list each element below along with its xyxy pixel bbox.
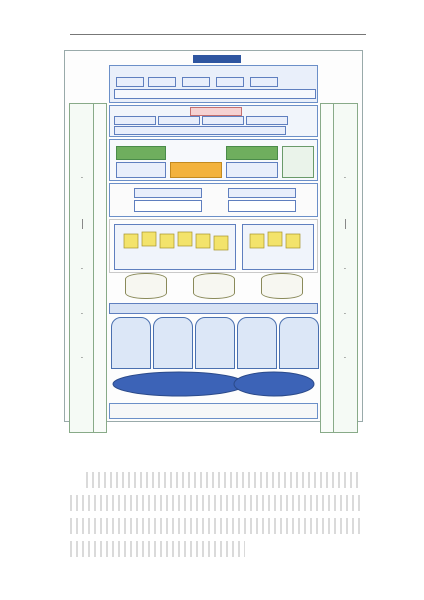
right-column-glyph: · — [343, 174, 347, 182]
right-side-column: · · · · — [332, 103, 358, 433]
operation-detail-box — [226, 162, 278, 178]
left-column-glyph: · — [80, 354, 84, 362]
body-text-line — [86, 472, 362, 488]
band-production — [109, 183, 318, 217]
right-column-glyph: · — [343, 265, 347, 273]
architecture-figure: · · · · · · · · — [64, 50, 363, 433]
network-layer — [112, 371, 315, 397]
decision-item — [116, 77, 144, 87]
right-column-line — [344, 218, 346, 229]
operation-orange-box — [170, 162, 222, 178]
body-text-line — [70, 518, 362, 534]
right-column-glyph: · — [343, 309, 347, 318]
body-paragraph — [70, 472, 362, 564]
database-cylinder — [193, 273, 235, 299]
service-arch — [279, 317, 319, 369]
production-box — [134, 188, 202, 198]
left-inner-column — [93, 103, 107, 433]
management-item — [114, 116, 156, 125]
band-servers — [109, 219, 318, 273]
management-item — [246, 116, 288, 125]
decision-item — [148, 77, 176, 87]
service-arch — [237, 317, 277, 369]
management-bar — [114, 126, 286, 135]
page-header — [70, 22, 366, 35]
production-detail — [134, 200, 202, 212]
left-column-glyph: · — [80, 309, 84, 318]
management-center-box — [190, 107, 242, 116]
service-arch — [111, 317, 151, 369]
decision-item — [182, 77, 210, 87]
production-detail — [228, 200, 296, 212]
band-devices — [109, 403, 318, 419]
band-operation — [109, 139, 318, 181]
left-column-glyph: · — [80, 174, 84, 182]
management-item — [202, 116, 244, 125]
decision-summary-box — [114, 89, 316, 99]
database-cylinder — [125, 273, 167, 299]
database-cylinder — [261, 273, 303, 299]
body-text-line — [70, 495, 362, 511]
band-decision — [109, 65, 318, 103]
decision-item — [216, 77, 244, 87]
management-item — [158, 116, 200, 125]
right-column-glyph: · — [343, 354, 347, 362]
right-inner-column — [320, 103, 334, 433]
server-icons — [123, 231, 301, 251]
operation-green-box — [116, 146, 166, 160]
left-column-glyph: · — [80, 265, 84, 273]
left-column-line — [81, 218, 83, 229]
decision-item — [250, 77, 278, 87]
body-text-line — [70, 541, 246, 557]
service-arch — [153, 317, 193, 369]
data-exchange-bar — [109, 303, 318, 314]
left-side-column: · · · · — [69, 103, 95, 433]
service-arch — [195, 317, 235, 369]
operation-side-box — [282, 146, 314, 178]
band-management — [109, 105, 318, 137]
figure-top-label — [193, 55, 241, 63]
operation-green-box — [226, 146, 278, 160]
operation-detail-box — [116, 162, 166, 178]
production-box — [228, 188, 296, 198]
